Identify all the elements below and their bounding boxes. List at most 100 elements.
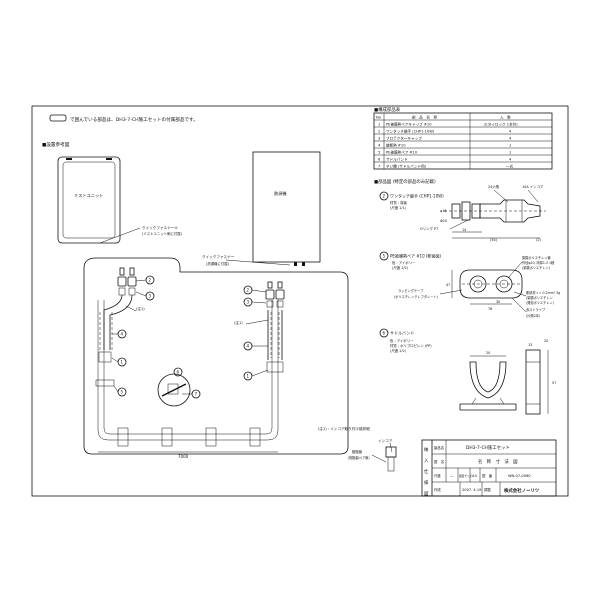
p5-stripe: 赤ストライプ	[526, 307, 546, 312]
saddle-detail: 6 7	[157, 367, 201, 407]
p6-scale: (尺度 1/2)	[390, 348, 407, 353]
note-text: で囲んでいる部品は、DH3-7-CH施工セットの付属部品です。	[70, 116, 198, 123]
part2-fitting: 2 ワンタッチ継手 (CHP1-10W) 材質 : 真鍮 (尺度 1/1) 24…	[379, 184, 546, 242]
p5-title: PE被膜熱ペア #10 (断面図)	[390, 253, 441, 259]
number-value: WN-07-0060	[508, 474, 531, 478]
row5-qty: 1	[509, 151, 511, 155]
row7-no: 7	[378, 165, 380, 169]
svg-text:3: 3	[149, 294, 152, 299]
row1-qty: 2(タイロック 1本付)	[484, 122, 518, 127]
row3-qty: 4	[509, 137, 512, 141]
row1-name: PE被膜熱ペアキャップ #10	[386, 122, 432, 127]
p2-len2: (54)	[490, 238, 498, 242]
p5-stripe-sub: (片側2本)	[526, 313, 540, 318]
row7-name: ネジ類 (サドルバンド用)	[386, 164, 427, 169]
row7-qty: 一式	[506, 164, 514, 169]
left-pipe-assembly	[95, 267, 279, 447]
p5-d: 30	[496, 300, 500, 304]
quick-fastener-heat-sub: (熱源機に付属)	[206, 261, 230, 266]
drawing-label: 図 名	[434, 459, 444, 464]
company-name: 株式会社ノーリツ	[504, 487, 540, 494]
p2-scale: (尺度 1/1)	[390, 205, 407, 210]
th-no: No	[376, 116, 381, 120]
title-block: 納 入 仕 様 図 製品名 DH3-7-CH施工セット 図 名 名 称 寸 法 …	[421, 439, 557, 497]
svg-text:5: 5	[383, 254, 386, 259]
svg-text:6: 6	[383, 331, 386, 336]
scale-value: —	[450, 474, 454, 478]
drawing-value: 名 称 寸 法 図	[478, 458, 518, 465]
dim-7000: 7000	[178, 454, 189, 459]
note1-left: (注1)	[136, 306, 145, 311]
p6-h: 57	[552, 381, 556, 385]
p2-title: ワンタッチ継手 (CHP1-10W)	[390, 193, 444, 199]
p5-ins-sub2: /発泡ポリエチレン)	[526, 300, 554, 305]
parts-diagram-heading: ■部品図 (特定の部品のみ記載)	[374, 178, 436, 185]
product-label: 製品名	[434, 445, 444, 450]
side-char-4: 様	[424, 479, 429, 486]
row4-no: 4	[378, 144, 381, 148]
row3-name: プロテクターキャップ	[386, 136, 422, 141]
p2-len3: (2)	[536, 238, 541, 242]
p5-w: 47	[446, 283, 450, 287]
row6-no: 6	[378, 158, 381, 162]
row2-qty: 4	[509, 130, 512, 134]
incore-label: インコア	[378, 438, 393, 443]
p2-len1: 14	[462, 228, 466, 232]
note1-right: (注1)	[234, 320, 243, 325]
part6-saddle-band: 6 サドルバンド 色 : アイボリー 材質 : ポリプロピレン (PP) (尺度…	[379, 328, 556, 415]
svg-text:7: 7	[195, 392, 198, 397]
p6-w2: 13	[528, 343, 532, 347]
p2-d2: Φ20	[440, 219, 447, 223]
p2-incore: 10A インコア	[522, 184, 544, 189]
install-heading: ■設置参考図	[42, 141, 70, 148]
svg-text:2: 2	[383, 194, 386, 199]
quick-fastener-mist-sub: (ミストユニット側に付属)	[142, 231, 183, 236]
note-frame	[49, 114, 67, 122]
svg-text:2: 2	[247, 288, 250, 293]
p5-label1: 架橋ポリエチレン管	[522, 255, 551, 260]
size-label: 図面サイズ	[459, 474, 472, 478]
row5-no: 5	[378, 151, 380, 155]
callouts-left: 2 3 4 1 5	[111, 275, 155, 397]
svg-text:6: 6	[177, 370, 180, 375]
p6-w1: 20	[486, 351, 490, 355]
right-pipe-assembly	[265, 281, 285, 373]
tube-sub: (樹脂製ペア管)	[348, 455, 370, 460]
number-label: 図 番	[482, 473, 493, 478]
svg-text:1: 1	[121, 360, 124, 365]
scale-label: 尺度	[434, 473, 441, 478]
p6-material: 材質 : ポリプロピレン (PP)	[390, 343, 432, 348]
parts-list-table: No 部 品 名 称 入 数 1 PE被膜熱ペアキャップ #10 2(タイロック…	[373, 112, 553, 170]
parts-list-heading: ■構成部品表	[374, 106, 401, 113]
svg-text:4: 4	[121, 332, 124, 337]
date-label: 作成	[434, 487, 441, 492]
side-char-2: 入	[424, 459, 429, 464]
p5-scale: (尺度 1/2)	[392, 265, 409, 270]
p5-h: 78	[488, 307, 492, 311]
row3-no: 3	[378, 137, 380, 141]
p6-title: サドルバンド	[390, 331, 414, 336]
heat-source-box	[252, 151, 321, 263]
mist-unit-label: ミストユニット	[74, 193, 103, 198]
side-char-5: 図	[424, 491, 429, 497]
size-value: A3	[472, 474, 477, 478]
p2-oring: Oリング P7	[420, 226, 438, 231]
tube-label: 樹脂管	[352, 449, 363, 454]
row5-name: PE被膜熱ペア #10	[386, 150, 418, 155]
sheet-border	[31, 105, 569, 497]
p5-label1c: (架橋ポリエチレン)	[522, 265, 550, 270]
product-value: DH3-7-CH施工セット	[466, 444, 510, 451]
side-char-3: 仕	[424, 468, 429, 475]
svg-text:4: 4	[247, 344, 250, 349]
date-value: 2007. 4.19	[462, 488, 482, 492]
mist-unit-inner	[62, 161, 116, 239]
p5-tape: ラッピングテープ	[398, 288, 424, 293]
row4-name: 継断熱 #10	[386, 143, 406, 148]
row6-qty: 4	[509, 158, 512, 162]
p6-w3: 20	[544, 339, 548, 343]
p5-color: 色 : アイボリー	[392, 260, 416, 265]
svg-text:5: 5	[121, 390, 124, 395]
p5-tape-sub: (ポリエチレンテレフタレート)	[394, 294, 438, 299]
row4-qty: 1	[509, 144, 511, 148]
th-name: 部 品 名 称	[412, 115, 438, 120]
